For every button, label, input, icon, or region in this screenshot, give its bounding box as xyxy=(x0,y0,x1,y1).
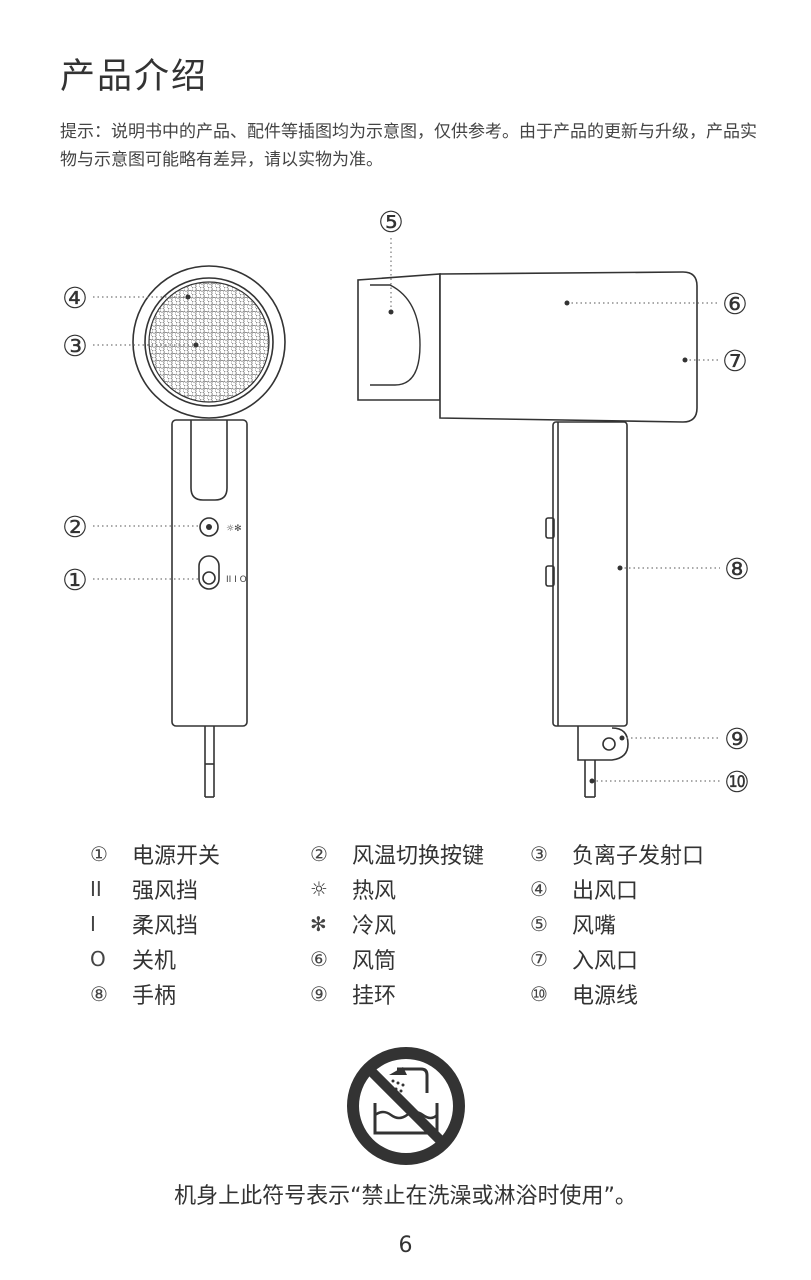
legend-label: 风筒 xyxy=(352,948,397,974)
legend-row: II 强风挡 ☼ 热风 ④ 出风口 xyxy=(90,871,750,906)
side-button-upper xyxy=(545,517,555,539)
power-switch-knob xyxy=(202,571,216,585)
legend-symbol: O xyxy=(90,946,106,971)
ion-grille xyxy=(148,281,270,403)
switch-icons-front: II I O xyxy=(226,575,247,585)
temp-button xyxy=(199,517,219,537)
legend-label: 电源开关 xyxy=(132,843,221,869)
page-title: 产品介绍 xyxy=(60,57,209,97)
legend-label: 电源线 xyxy=(572,983,639,1009)
legend-symbol: ① xyxy=(90,841,108,866)
legend-symbol: II xyxy=(90,876,102,901)
callout-1: ① xyxy=(62,563,88,597)
legend-item: ☼ 热风 xyxy=(310,873,530,905)
nozzle xyxy=(357,273,441,401)
legend-label: 强风挡 xyxy=(132,878,199,904)
legend-row: I 柔风挡 ✻ 冷风 ⑤ 风嘴 xyxy=(90,906,750,941)
callout-3: ③ xyxy=(62,329,88,363)
legend-item: ③ 负离子发射口 xyxy=(530,838,750,870)
legend-symbol: I xyxy=(90,911,96,936)
callout-6: ⑥ xyxy=(722,287,748,321)
callout-10: ⑩ xyxy=(724,765,750,799)
legend-symbol: ⑤ xyxy=(530,911,548,936)
legend-item: II 强风挡 xyxy=(90,873,310,905)
callout-2: ② xyxy=(62,510,88,544)
legend-row: ① 电源开关 ② 风温切换按键 ③ 负离子发射口 xyxy=(90,836,750,871)
no-bath-warning-icon xyxy=(347,1047,465,1165)
disclaimer-notice: 提示：说明书中的产品、配件等插图均为示意图，仅供参考。由于产品的更新与升级，产品… xyxy=(60,122,757,170)
hanging-loop xyxy=(577,726,629,761)
legend-row: ⑧ 手柄 ⑨ 挂环 ⑩ 电源线 xyxy=(90,976,750,1011)
legend-label: 入风口 xyxy=(572,948,639,974)
legend-label: 负离子发射口 xyxy=(572,843,705,869)
button-icons-front: ☼✻ xyxy=(226,524,242,534)
legend-item: ✻ 冷风 xyxy=(310,908,530,940)
product-diagram: ☼✻ II I O ④ xyxy=(62,205,750,799)
legend-item: ④ 出风口 xyxy=(530,873,750,905)
neck-slot xyxy=(190,420,228,501)
power-switch xyxy=(198,555,220,590)
nozzle-curve xyxy=(370,284,421,386)
side-button-lower xyxy=(545,565,555,587)
legend-item: I 柔风挡 xyxy=(90,908,310,940)
legend-label: 手柄 xyxy=(132,983,177,1009)
page-number: 6 xyxy=(398,1233,413,1258)
callout-9: ⑨ xyxy=(724,722,750,756)
legend-label: 挂环 xyxy=(352,983,397,1009)
legend-item: ① 电源开关 xyxy=(90,838,310,870)
legend-symbol: ☼ xyxy=(310,876,328,901)
legend-label: 出风口 xyxy=(572,878,639,904)
callout-5: ⑤ xyxy=(378,205,404,239)
legend-item: ⑧ 手柄 xyxy=(90,978,310,1010)
legend-symbol: ⑩ xyxy=(530,981,548,1006)
legend-item: ⑨ 挂环 xyxy=(310,978,530,1010)
handle-side xyxy=(552,421,628,727)
leader-lines xyxy=(93,238,720,782)
front-view-dryer xyxy=(132,265,286,798)
legend-symbol: ③ xyxy=(530,841,548,866)
callout-7: ⑦ xyxy=(722,344,748,378)
legend-symbol: ⑥ xyxy=(310,946,328,971)
legend-symbol: ⑧ xyxy=(90,981,108,1006)
legend-item: ⑥ 风筒 xyxy=(310,943,530,975)
callout-8: ⑧ xyxy=(724,552,750,586)
legend-item: ⑦ 入风口 xyxy=(530,943,750,975)
legend-row: O 关机 ⑥ 风筒 ⑦ 入风口 xyxy=(90,941,750,976)
legend-item: ⑤ 风嘴 xyxy=(530,908,750,940)
legend-label: 柔风挡 xyxy=(132,913,199,939)
handle-front xyxy=(171,419,248,727)
legend-item: O 关机 xyxy=(90,943,310,975)
legend-label: 风嘴 xyxy=(572,913,617,939)
legend-label: 关机 xyxy=(132,948,177,974)
legend-symbol: ✻ xyxy=(310,911,327,936)
legend-item: ② 风温切换按键 xyxy=(310,838,530,870)
leader-endpoints xyxy=(185,294,688,784)
dryer-head-rim xyxy=(144,277,274,407)
legend-symbol: ② xyxy=(310,841,328,866)
warning-caption: 机身上此符号表示“禁止在洗澡或淋浴时使用”。 xyxy=(174,1184,637,1209)
legend-symbol: ⑨ xyxy=(310,981,328,1006)
legend-item: ⑩ 电源线 xyxy=(530,978,750,1010)
legend-label: 冷风 xyxy=(352,913,397,939)
legend-symbol: ⑦ xyxy=(530,946,548,971)
barrel xyxy=(439,271,698,423)
legend-label: 热风 xyxy=(352,878,397,904)
legend-label: 风温切换按键 xyxy=(352,843,485,869)
parts-legend: ① 电源开关 ② 风温切换按键 ③ 负离子发射口 II 强风挡 ☼ 热风 ④ 出风口 I 柔风… xyxy=(90,836,750,1011)
side-view-dryer xyxy=(357,271,698,798)
legend-symbol: ④ xyxy=(530,876,548,901)
callout-4: ④ xyxy=(62,281,88,315)
